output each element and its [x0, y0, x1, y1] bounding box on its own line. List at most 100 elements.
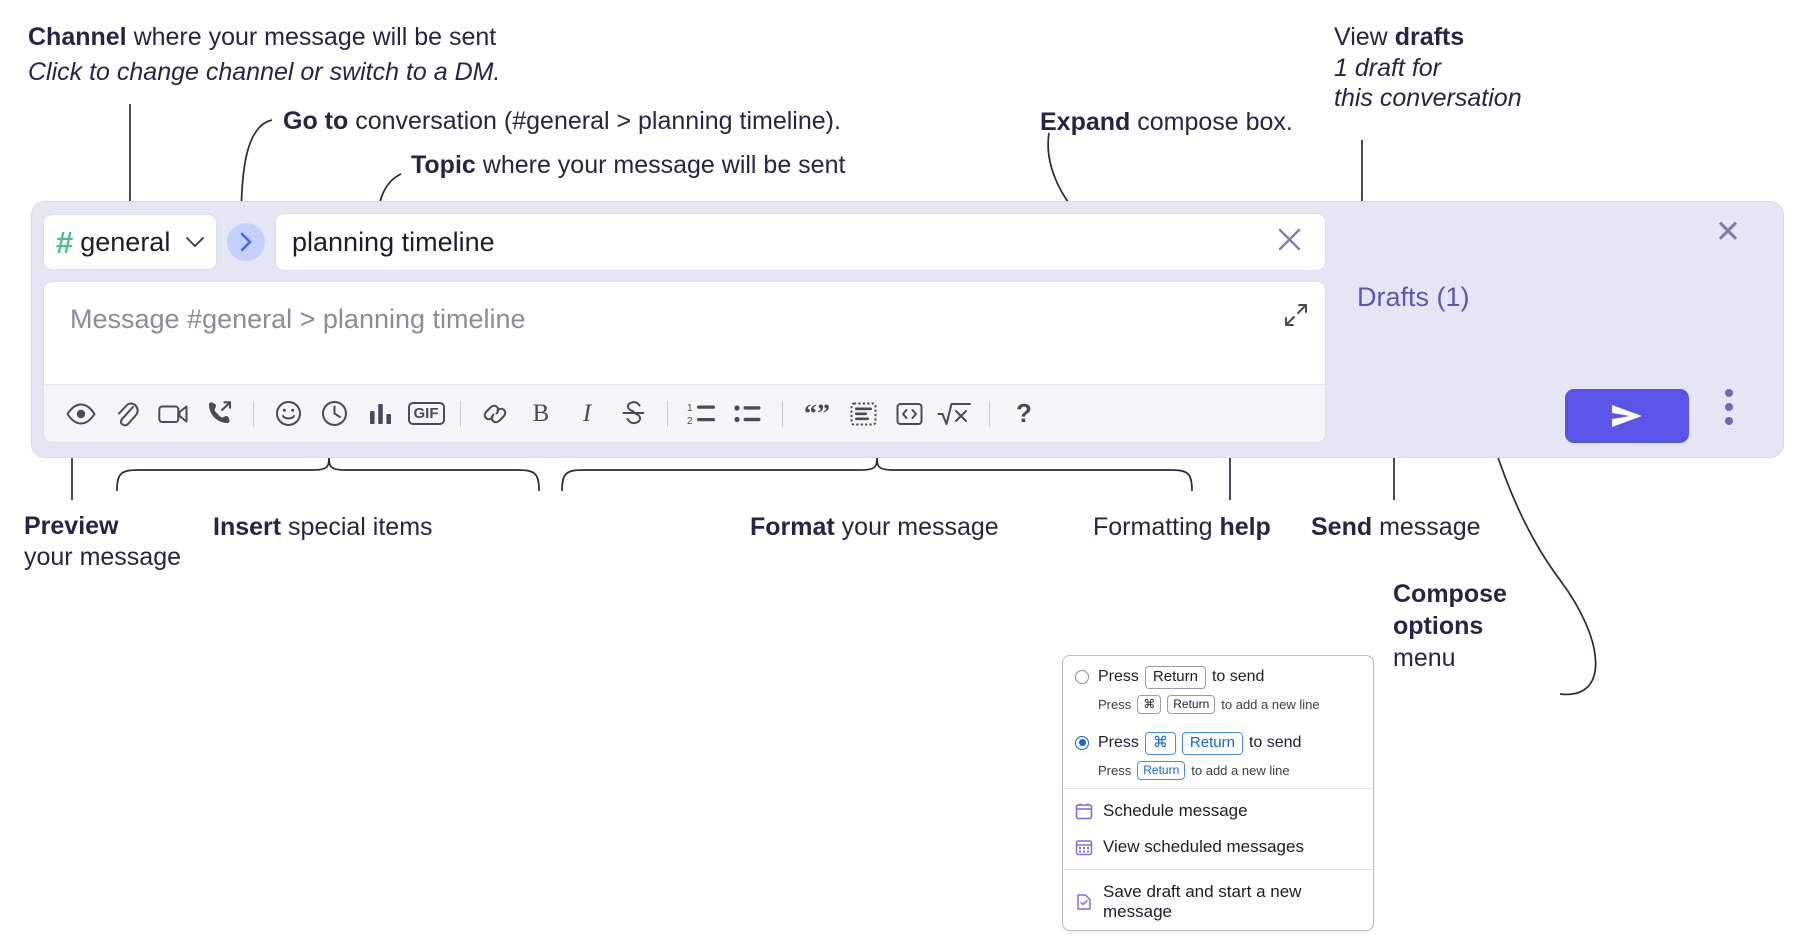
- key-cmd: ⌘: [1137, 694, 1162, 714]
- close-icon[interactable]: ✕: [1715, 214, 1741, 249]
- menu-divider: [1063, 787, 1373, 789]
- annotation-format-bold: Format: [750, 513, 835, 541]
- save-draft-icon: [1075, 893, 1093, 911]
- menu-divider: [1063, 868, 1373, 870]
- menu-item-label: Schedule message: [1103, 800, 1248, 820]
- annotation-drafts-sub1: 1 draft for: [1334, 53, 1441, 82]
- annotation-insert-rest: special items: [281, 513, 433, 541]
- option2-post: to send: [1248, 734, 1302, 752]
- compose-header-row: # general planning timeline: [43, 213, 1326, 271]
- channel-select[interactable]: # general: [43, 214, 217, 270]
- preview-icon[interactable]: [58, 394, 104, 434]
- ordered-list-icon[interactable]: 1 2: [679, 394, 725, 434]
- annotation-compose-bold1: Compose: [1393, 580, 1507, 608]
- option2-sub-post: to add a new line: [1191, 762, 1290, 778]
- video-clip-icon[interactable]: [150, 394, 196, 434]
- annotation-format-rest: your message: [834, 513, 999, 541]
- formatting-toolbar: GIF B I: [44, 384, 1325, 442]
- topic-input[interactable]: planning timeline: [275, 213, 1326, 271]
- poll-icon[interactable]: [357, 394, 403, 434]
- blockquote-icon[interactable]: “”: [794, 394, 840, 434]
- attachment-icon[interactable]: [104, 394, 150, 434]
- annotation-topic: Topic where your message will be sent: [411, 150, 845, 181]
- go-to-conversation-button[interactable]: [227, 223, 265, 261]
- calendar-icon: [1075, 802, 1093, 820]
- menu-item-save-draft[interactable]: Save draft and start a new message: [1063, 874, 1373, 930]
- italic-icon[interactable]: I: [564, 394, 610, 434]
- calendar-grid-icon: [1075, 838, 1093, 856]
- message-placeholder: Message #general > planning timeline: [70, 304, 526, 334]
- option1-sub-pre: Press: [1098, 696, 1132, 712]
- annotation-compose-options: Compose options menu: [1393, 578, 1573, 674]
- help-label: ?: [1016, 398, 1032, 428]
- annotation-send-bold: Send: [1311, 513, 1373, 541]
- option1-sub-post: to add a new line: [1221, 696, 1320, 712]
- drafts-link[interactable]: Drafts (1): [1357, 282, 1470, 312]
- key-return: Return: [1181, 731, 1243, 755]
- menu-item-view-scheduled[interactable]: View scheduled messages: [1063, 829, 1373, 865]
- inline-code-icon[interactable]: [886, 394, 932, 434]
- compose-options-menu: Press Return to send Press ⌘ Return to a…: [1062, 655, 1374, 931]
- annotation-goto: Go to conversation (#general > planning …: [283, 106, 841, 137]
- topic-value: planning timeline: [292, 226, 495, 257]
- annotation-goto-bold: Go to: [283, 107, 349, 135]
- annotation-expand-bold: Expand: [1040, 108, 1131, 136]
- bold-icon[interactable]: B: [518, 394, 564, 434]
- send-button[interactable]: [1565, 389, 1689, 443]
- menu-option-cmd-return-to-send[interactable]: Press ⌘ Return to send: [1063, 722, 1373, 759]
- annotation-drafts-sub2: this conversation: [1334, 84, 1522, 112]
- gif-icon[interactable]: GIF: [403, 394, 449, 434]
- menu-item-schedule-message[interactable]: Schedule message: [1063, 793, 1373, 829]
- annotation-topic-rest: where your message will be sent: [475, 151, 846, 179]
- bulleted-list-icon[interactable]: [725, 394, 771, 434]
- radio-selected-icon[interactable]: [1075, 735, 1089, 750]
- strikethrough-icon[interactable]: [610, 394, 656, 434]
- message-input-area[interactable]: Message #general > planning timeline: [43, 281, 1326, 443]
- annotation-insert: Insert special items: [213, 512, 433, 543]
- kebab-dot: [1725, 417, 1733, 425]
- audio-clip-icon[interactable]: [196, 394, 242, 434]
- toolbar-separator: [989, 400, 990, 427]
- radio-unselected-icon[interactable]: [1075, 670, 1089, 684]
- blockquote-glyph: “”: [804, 398, 830, 428]
- latex-icon[interactable]: [932, 394, 978, 434]
- annotation-channel-rest: where your message will be sent: [126, 23, 497, 51]
- link-icon[interactable]: [472, 394, 518, 434]
- menu-option2-sub: Press Return to add a new line: [1098, 760, 1373, 780]
- clear-topic-icon[interactable]: [1276, 226, 1309, 259]
- annotation-preview-rest: your message: [24, 542, 182, 571]
- menu-option-return-to-send[interactable]: Press Return to send: [1063, 656, 1373, 693]
- option2-pre: Press: [1098, 734, 1139, 752]
- gif-label: GIF: [407, 402, 445, 425]
- toolbar-separator: [253, 400, 254, 427]
- expand-compose-icon[interactable]: [1283, 302, 1309, 328]
- menu-item-label: Save draft and start a new message: [1103, 881, 1302, 921]
- compose-box: ✕ Drafts (1) # general planning timeline: [31, 201, 1784, 458]
- compose-options-button[interactable]: [1725, 389, 1733, 431]
- chevron-down-icon: [186, 232, 204, 253]
- code-block-icon[interactable]: [840, 394, 886, 434]
- annotation-compose-bold2: options: [1393, 612, 1484, 640]
- key-return: Return: [1144, 666, 1206, 689]
- clock-icon[interactable]: [311, 394, 357, 434]
- italic-label: I: [582, 399, 592, 427]
- toolbar-separator: [460, 400, 461, 427]
- kebab-dot: [1725, 389, 1733, 397]
- emoji-icon[interactable]: [265, 394, 311, 434]
- help-icon[interactable]: ?: [1001, 394, 1047, 434]
- annotation-channel: Channel where your message will be sent …: [28, 22, 500, 87]
- toolbar-separator: [667, 400, 668, 427]
- channel-name: general: [80, 226, 171, 257]
- kebab-dot: [1725, 403, 1733, 411]
- annotation-expand: Expand compose box.: [1040, 107, 1293, 138]
- option1-post: to send: [1211, 668, 1265, 686]
- key-cmd: ⌘: [1144, 731, 1176, 755]
- annotation-format: Format your message: [750, 512, 999, 543]
- annotation-preview: Preview your message: [24, 511, 224, 572]
- annotation-drafts-pre: View: [1334, 23, 1395, 51]
- annotation-help-pre: Formatting: [1093, 513, 1220, 541]
- hash-icon: #: [56, 224, 74, 260]
- svg-text:1: 1: [687, 403, 693, 414]
- menu-option1-sub: Press ⌘ Return to add a new line: [1098, 694, 1373, 714]
